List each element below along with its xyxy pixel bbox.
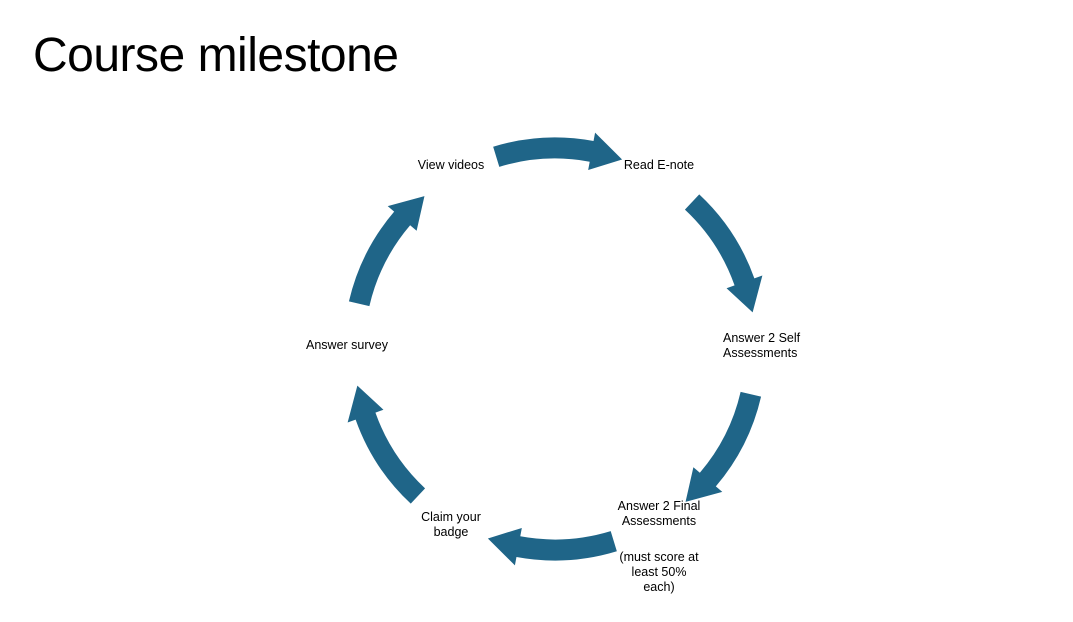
- step-label-view-videos: View videos: [417, 158, 485, 172]
- step-label-final-assessments-note: (must score at least 50% each): [619, 550, 699, 594]
- step-label-read-e-note: Read E-note: [623, 158, 695, 172]
- cycle-arrow-4: [347, 385, 426, 504]
- cycle-arrow-3: [487, 527, 617, 566]
- cycle-arrow-1: [684, 194, 763, 313]
- step-label-answer-survey: Answer survey: [306, 338, 388, 352]
- cycle-arrow-0: [493, 132, 623, 171]
- slide-title: Course milestone: [33, 29, 399, 82]
- step-label-self-assessments: Answer 2 Self Assessments: [723, 331, 801, 360]
- cycle-arrow-5: [348, 196, 425, 307]
- step-label-claim-badge: Claim your badge: [421, 510, 481, 539]
- cycle-arrow-2: [685, 391, 762, 502]
- step-label-final-assessments-main: Answer 2 Final Assessments: [617, 499, 701, 528]
- step-label-final-assessments: Answer 2 Final Assessments (must score a…: [618, 484, 701, 610]
